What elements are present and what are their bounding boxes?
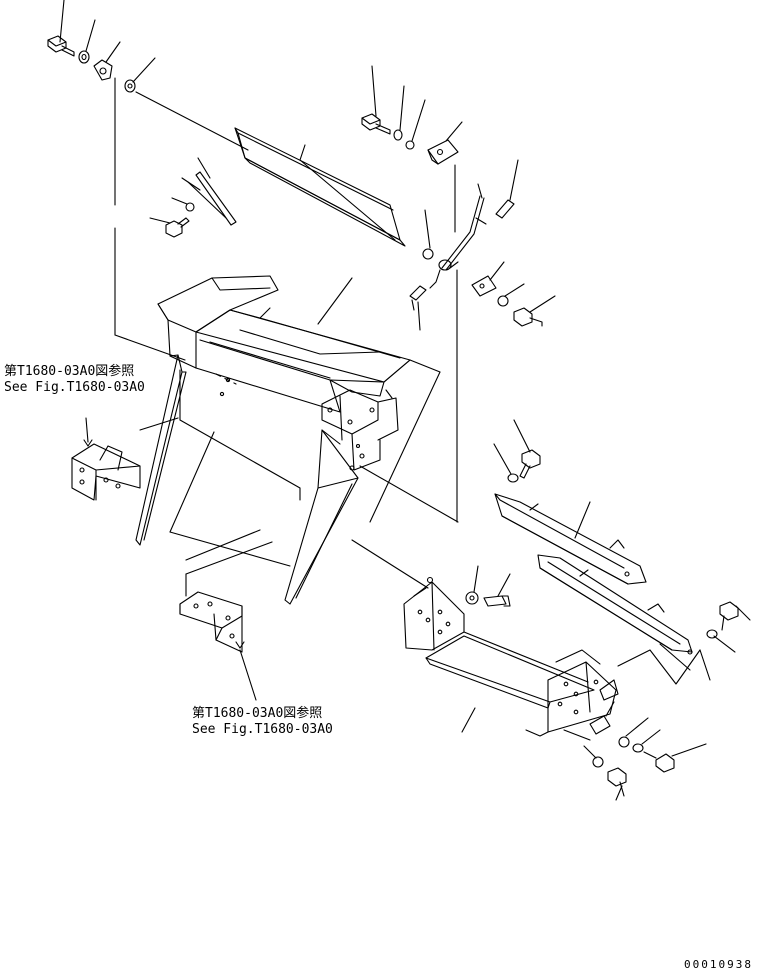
lever-bracket — [428, 122, 462, 164]
frame-bolt-bottom — [608, 768, 626, 800]
cover-small-washer — [172, 198, 194, 211]
frame-bolt-right — [644, 744, 706, 772]
top-left-bolt — [48, 0, 74, 56]
lever-bolt — [362, 66, 390, 134]
step-washer-mid — [466, 566, 478, 604]
main-console-frame — [158, 276, 410, 470]
frame-nut — [619, 718, 648, 747]
top-left-nut — [125, 58, 155, 92]
lower-step-plate — [538, 555, 692, 670]
reference-note-bottom-en: See Fig.T1680-03A0 — [192, 722, 333, 737]
rod-knob — [496, 160, 518, 218]
right-step-washer — [707, 630, 735, 652]
bottom-center-bracket — [180, 574, 256, 700]
frame-washer — [633, 730, 660, 752]
rod-bolt — [514, 296, 555, 326]
reference-note-left-jp: 第T1680-03A0図参照 — [4, 364, 135, 379]
upper-step-plate — [495, 494, 646, 584]
frame-bracket — [590, 680, 618, 734]
cover-small-bolt — [150, 218, 189, 237]
right-side-panel — [285, 430, 358, 604]
step-bolt-mid — [484, 574, 510, 606]
lever-washer — [394, 86, 404, 140]
rod-lower-fitting — [410, 286, 426, 330]
step-bolt-top — [514, 420, 540, 478]
lever-nut — [406, 100, 425, 149]
reference-note-bottom-jp: 第T1680-03A0図参照 — [192, 706, 323, 721]
left-side-panel — [136, 355, 186, 545]
top-cover-plate — [235, 128, 405, 246]
reference-note-left: 第T1680-03A0図参照 See Fig.T1680-03A0 — [4, 364, 145, 396]
rod-end-washer — [423, 210, 433, 259]
frame-washer-bottom — [584, 746, 603, 767]
rod-washer — [498, 284, 524, 306]
step-washer-top — [494, 444, 518, 482]
reference-note-bottom: 第T1680-03A0図参照 See Fig.T1680-03A0 — [192, 706, 333, 738]
top-left-washer — [79, 20, 95, 63]
cover-seal-strip — [182, 158, 236, 225]
top-left-clip — [94, 42, 120, 80]
reference-note-left-en: See Fig.T1680-03A0 — [4, 380, 145, 395]
control-rod — [442, 165, 486, 270]
right-step-bolt — [720, 602, 750, 630]
step-frame — [404, 578, 616, 737]
rod-plate — [472, 262, 504, 296]
rod-joint — [430, 260, 458, 288]
left-mount-bracket — [72, 418, 140, 500]
drawing-number: 00010938 — [684, 958, 753, 971]
